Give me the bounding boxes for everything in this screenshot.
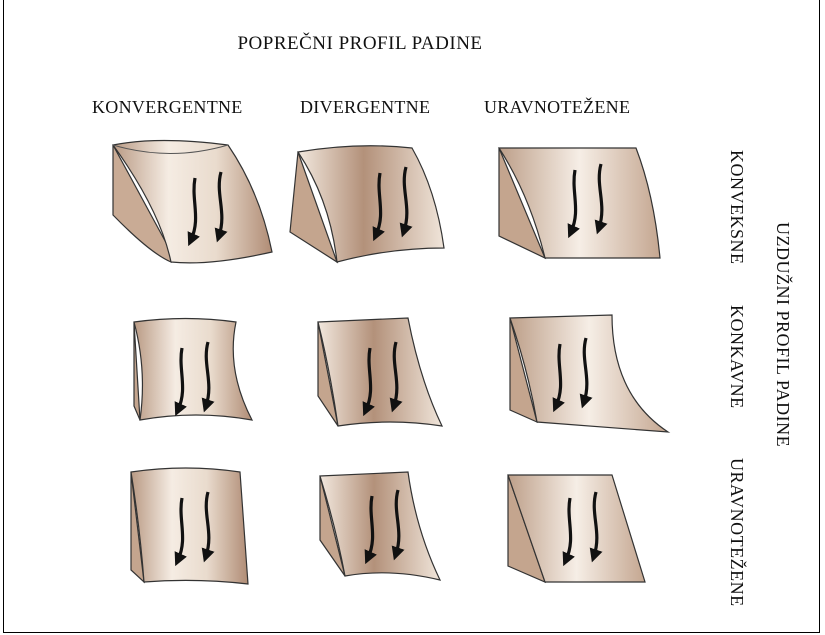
block-balanced-divergent xyxy=(320,472,440,580)
block-balanced-convergent xyxy=(131,468,248,584)
block-convex-divergent xyxy=(290,146,444,262)
block-concave-divergent xyxy=(318,318,442,426)
block-concave-balanced xyxy=(510,315,668,432)
block-balanced-balanced xyxy=(508,475,645,582)
block-convex-balanced xyxy=(499,148,660,258)
block-concave-convergent xyxy=(134,319,252,421)
block-convex-convergent xyxy=(113,141,272,263)
